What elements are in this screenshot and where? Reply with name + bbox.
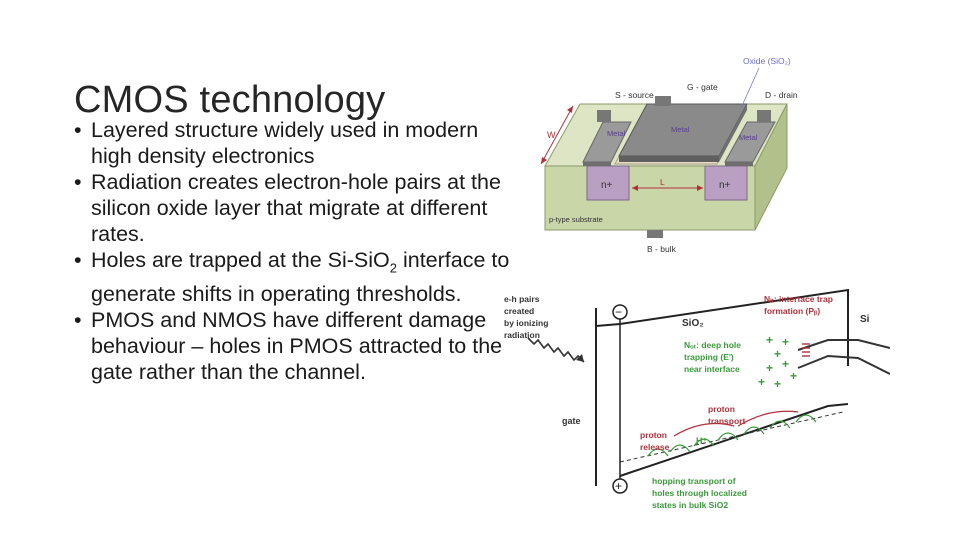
- svg-text:Nₒₜ: deep hole: Nₒₜ: deep hole: [684, 340, 741, 350]
- metal-left-label: Metal: [607, 129, 626, 138]
- drain-label: D - drain: [765, 90, 798, 100]
- bullet-item: PMOS and NMOS have different damage beha…: [74, 307, 514, 385]
- slide-title: CMOS technology: [74, 79, 386, 122]
- bullet-item: Holes are trapped at the Si-SiO2 interfa…: [74, 247, 514, 307]
- hopping-transport-label: hopping transport of holes through local…: [652, 476, 747, 510]
- electron-circle: [612, 304, 628, 320]
- svg-text:+: +: [782, 357, 789, 371]
- svg-text:proton: proton: [708, 404, 735, 414]
- hole-circle: [612, 478, 628, 494]
- bulk-label: B - bulk: [647, 244, 677, 254]
- svg-text:transport: transport: [708, 416, 745, 426]
- metal-center-label: Metal: [671, 125, 690, 134]
- svg-text:release: release: [640, 442, 670, 452]
- svg-text:e-h pairs: e-h pairs: [504, 294, 540, 304]
- proton-transport-label: proton transport: [708, 404, 745, 426]
- interface-trap-label: Nᵢₜ: interface trap formation (Pᵦ): [764, 294, 833, 316]
- svg-text:+: +: [766, 333, 773, 347]
- bullet-item: Layered structure widely used in modern …: [74, 117, 514, 169]
- gate-label: G - gate: [687, 82, 718, 92]
- eh-pairs-label: e-h pairs created by ionizing radiation: [504, 294, 548, 340]
- svg-text:formation (Pᵦ): formation (Pᵦ): [764, 306, 820, 316]
- length-label: L: [660, 177, 665, 187]
- svg-text:+: +: [774, 377, 781, 391]
- svg-text:+: +: [766, 361, 773, 375]
- svg-text:radiation: radiation: [504, 330, 540, 340]
- svg-text:holes through localized: holes through localized: [652, 488, 747, 498]
- svg-text:near interface: near interface: [684, 364, 740, 374]
- svg-text:trapping (E'): trapping (E'): [684, 352, 734, 362]
- band-diagram-figure: − + +++ +++ ++ e-h pairs created by ioni…: [504, 288, 890, 510]
- substrate-label: p-type substrate: [549, 215, 603, 224]
- n-plus-left-label: n+: [601, 180, 613, 191]
- oxide-label: Oxide (SiO₂): [743, 56, 791, 66]
- proton-release-label: proton release: [640, 430, 670, 452]
- svg-text:states in bulk SiO2: states in bulk SiO2: [652, 500, 728, 510]
- source-label: S - source: [615, 90, 654, 100]
- bullet-item: Radiation creates electron-hole pairs at…: [74, 169, 514, 247]
- svg-text:+: +: [774, 347, 781, 361]
- svg-text:+: +: [615, 479, 622, 493]
- n-plus-right-region: [704, 165, 748, 201]
- width-label: W: [547, 130, 556, 140]
- mos-transistor-figure: Oxide (SiO₂) S - source G - gate D - dra…: [540, 56, 798, 254]
- svg-text:by ionizing: by ionizing: [504, 318, 548, 328]
- svg-text:+: +: [758, 375, 765, 389]
- h-plus-label: H⁺: [696, 436, 707, 446]
- svg-text:−: −: [615, 305, 622, 319]
- metal-right-label: Metal: [739, 133, 758, 142]
- si-label: Si: [860, 314, 870, 325]
- svg-text:created: created: [504, 306, 534, 316]
- sio2-label: SiO₂: [682, 318, 704, 329]
- svg-text:+: +: [790, 369, 797, 383]
- svg-text:proton: proton: [640, 430, 667, 440]
- svg-text:hopping transport of: hopping transport of: [652, 476, 736, 486]
- deep-hole-trap-label: Nₒₜ: deep hole trapping (E') near interf…: [684, 340, 741, 374]
- n-plus-right-label: n+: [719, 180, 731, 191]
- svg-text:+: +: [782, 335, 789, 349]
- gate-label: gate: [562, 416, 581, 426]
- bullet-list: Layered structure widely used in modern …: [74, 117, 514, 385]
- svg-text:Nᵢₜ: interface trap: Nᵢₜ: interface trap: [764, 294, 833, 304]
